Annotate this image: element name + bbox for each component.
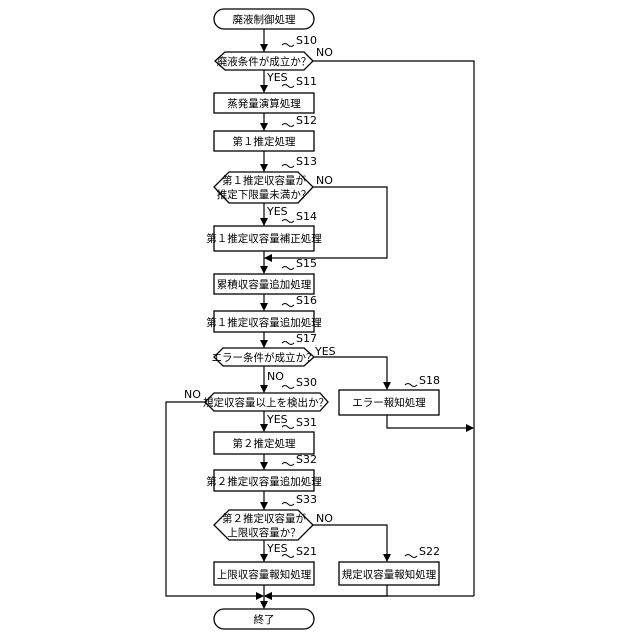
- s30-no-label: NO: [184, 388, 201, 401]
- step-label-s33: S33: [296, 493, 317, 506]
- step-label-s31: S31: [296, 416, 317, 429]
- tilde-s11: [282, 85, 294, 88]
- step-label-s12: S12: [296, 114, 317, 127]
- s13-text-line2: 推定下限量未満か？: [217, 188, 312, 201]
- tilde-s18: [405, 384, 417, 387]
- s30-yes-label: YES: [266, 413, 288, 426]
- s13-text-line1: 第１推定収容量が: [222, 174, 306, 187]
- step-label-s32: S32: [296, 453, 317, 466]
- tilde-s10: [282, 44, 294, 47]
- tilde-s30: [282, 386, 294, 389]
- s16-text: 第１推定収容量追加処理: [206, 316, 322, 329]
- flow-s22-out: [265, 585, 387, 596]
- s33-yes-label: YES: [266, 542, 288, 555]
- s10-yes-label: YES: [266, 71, 288, 84]
- s33-no-label: NO: [316, 512, 333, 525]
- s18-text: エラー報知処理: [352, 396, 426, 409]
- s22-text: 規定収容量報知処理: [342, 568, 437, 581]
- tilde-s16: [282, 304, 294, 307]
- step-label-s10: S10: [296, 34, 317, 47]
- s14-text: 第１推定収容量補正処理: [206, 232, 322, 245]
- s30-text: 規定収容量以上を検出か？: [203, 396, 329, 409]
- step-label-s11: S11: [296, 75, 317, 88]
- tilde-s15: [282, 267, 294, 270]
- tilde-s13: [282, 165, 294, 168]
- s21-text: 上限収容量報知処理: [217, 568, 312, 581]
- flow-s17-yes: [314, 357, 387, 389]
- s31-text: 第２推定処理: [233, 437, 296, 450]
- s12-text: 第１推定処理: [233, 135, 296, 148]
- s32-text: 第２推定収容量追加処理: [206, 475, 322, 488]
- step-label-s30: S30: [296, 376, 317, 389]
- s10-text: 廃液条件が成立か？: [217, 55, 312, 68]
- tilde-s12: [282, 124, 294, 127]
- s17-no-label: NO: [267, 370, 284, 383]
- step-label-s22: S22: [419, 545, 440, 558]
- step-label-s18: S18: [419, 374, 440, 387]
- step-label-s16: S16: [296, 294, 317, 307]
- s15-text: 累積収容量追加処理: [217, 278, 312, 291]
- step-label-s21: S21: [296, 545, 317, 558]
- s13-no-label: NO: [316, 174, 333, 187]
- flow-s10-no: [313, 61, 474, 596]
- tilde-s33: [282, 503, 294, 506]
- s17-text: エラー条件が成立か？: [212, 351, 317, 364]
- s11-text: 蒸発量演算処理: [227, 97, 301, 110]
- tilde-s22: [405, 555, 417, 558]
- step-label-s13: S13: [296, 155, 317, 168]
- flow-s18-out: [387, 415, 473, 428]
- step-label-s14: S14: [296, 210, 317, 223]
- step-label-s15: S15: [296, 257, 317, 270]
- tilde-s32: [282, 463, 294, 466]
- end-label: 終了: [254, 613, 275, 626]
- tilde-s17: [282, 342, 294, 345]
- flow-s33-no: [313, 525, 387, 561]
- tilde-s14: [282, 220, 294, 223]
- s10-no-label: NO: [316, 46, 333, 59]
- s13-yes-label: YES: [266, 205, 288, 218]
- step-label-s17: S17: [296, 332, 317, 345]
- s33-text-line1: 第２推定収容量が: [222, 512, 306, 525]
- s33-text-line2: 上限収容量か？: [227, 526, 301, 539]
- start-label: 廃液制御処理: [233, 13, 296, 26]
- s17-yes-label: YES: [314, 345, 336, 358]
